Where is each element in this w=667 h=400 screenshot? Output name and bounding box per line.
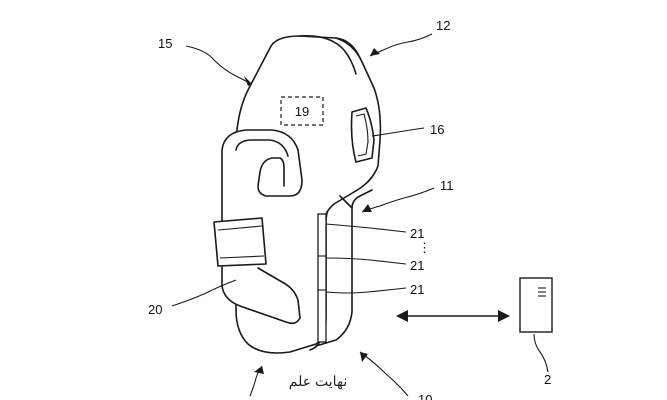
arrowhead-15 [244,76,252,86]
leader-21-top [325,223,407,233]
label-11: 11 [440,178,454,193]
label-15: 15 [158,36,172,51]
controller-lower-face [351,189,373,209]
sensor-strip [317,213,327,343]
strap-buckle-band [217,225,265,259]
leader-21-bottom [325,287,407,294]
controller-side-back [315,195,353,347]
label-10: 10 [418,392,432,400]
label-21-top: 21 [410,226,424,241]
leader-11 [361,187,435,213]
communication-arrow-right-head [498,310,510,322]
strap-inner [235,139,289,157]
label-16: 16 [430,122,444,137]
label-12: 12 [436,18,450,33]
leader-16 [371,127,425,137]
strap-buckle [213,217,267,267]
arrowhead-11 [362,204,372,212]
label-21-mid: 21 [410,258,424,273]
button-recess [350,107,375,163]
arrowhead-12 [370,48,380,56]
controller-top-ridge [299,34,357,75]
leader-2 [533,333,549,373]
leader-10 [359,351,409,397]
communication-arrow-left-head [396,310,408,322]
inner-box-label: 19 [295,104,309,119]
external-device [519,277,553,333]
ellipsis-dots: ⋮ [418,240,431,255]
label-2: 2 [544,372,551,387]
arrowhead-10 [360,352,368,362]
watermark: نهایت علم [289,373,347,390]
inner-box-19 [280,96,324,126]
leader-20 [171,279,237,307]
leader-12 [369,33,433,57]
label-20: 20 [148,302,162,317]
leader-21-mid [325,257,407,265]
label-21-bottom: 21 [410,282,424,297]
arrowhead-bottom-left [254,366,264,374]
button-face [355,113,369,157]
strap-loop [221,129,303,325]
leader-15 [185,45,253,85]
